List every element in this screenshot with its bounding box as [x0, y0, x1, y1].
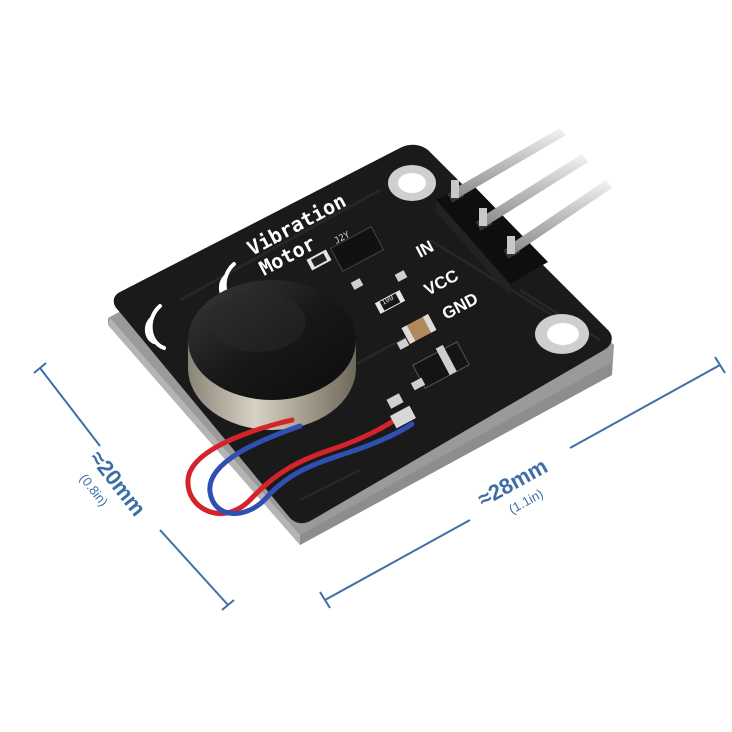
header-pin-vcc	[479, 154, 588, 226]
pcb-board	[108, 144, 614, 545]
coin-vibration-motor	[188, 280, 356, 430]
length-dimension-line	[319, 356, 726, 609]
smd-capacitor	[401, 314, 437, 344]
pin-label-in: IN	[413, 237, 437, 262]
length-dimension-label: ≈28mm (1.1in)	[473, 453, 551, 517]
diode	[412, 341, 470, 389]
pin-header	[436, 128, 612, 296]
header-pin-in	[451, 128, 566, 198]
smd-resistor-top	[306, 249, 332, 271]
blue-wire	[207, 421, 415, 516]
mounting-hole-right	[535, 314, 589, 354]
motor-wires	[185, 405, 416, 516]
smd-pads	[350, 270, 426, 409]
mounting-hole-top	[388, 165, 436, 201]
header-pin-gnd	[507, 180, 612, 254]
red-wire	[185, 415, 401, 516]
width-dimension-label: ≈20mm (0.8in)	[77, 446, 151, 521]
width-dimension-line	[33, 362, 235, 611]
smd-resistor: 100	[374, 290, 406, 314]
